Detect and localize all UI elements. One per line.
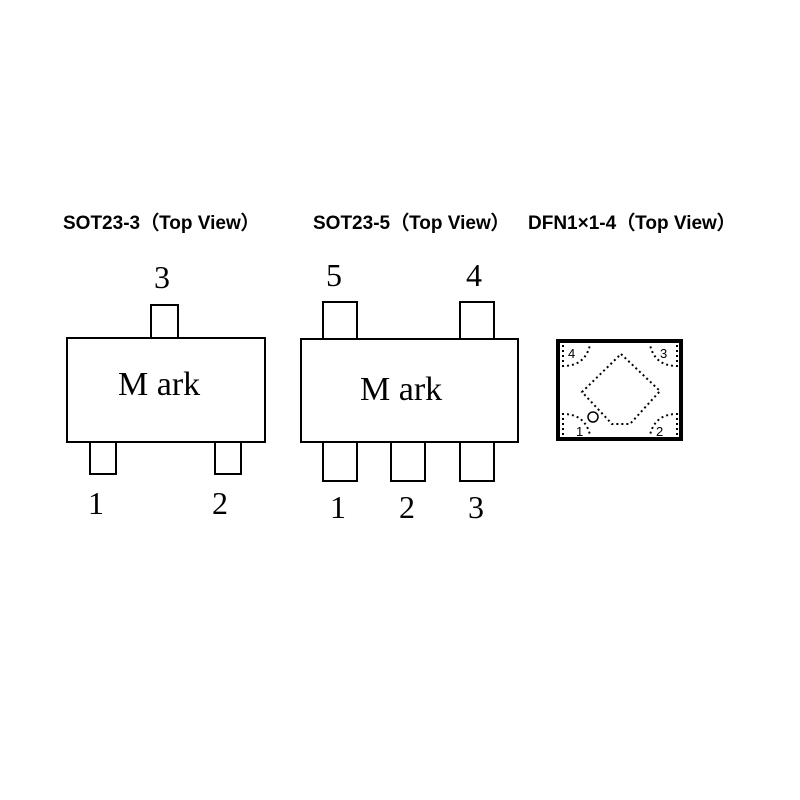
- mark-label: M ark: [118, 366, 200, 403]
- pin-3: [459, 441, 495, 482]
- dfn-title: DFN1×1-4（Top View）: [528, 211, 736, 234]
- pin-1: [322, 441, 358, 482]
- pin-3-label: 3: [154, 259, 170, 295]
- pin-2-label: 2: [212, 485, 228, 521]
- sot23-3-title: SOT23-3（Top View）: [63, 211, 260, 234]
- sot23-5-body: [300, 338, 519, 443]
- pin-2-label: 2: [399, 489, 415, 525]
- pin-2: [390, 441, 426, 482]
- pin-3-label: 3: [660, 346, 667, 361]
- dfn-body: [556, 339, 683, 441]
- mark-label: M ark: [360, 371, 442, 408]
- pin-1: [89, 441, 117, 475]
- sot23-3-body: [66, 337, 266, 443]
- pin-3-label: 3: [468, 489, 484, 525]
- pin-4-label: 4: [466, 257, 482, 293]
- pin-4: [459, 301, 495, 340]
- pin-3: [150, 304, 179, 339]
- pad-1: [562, 412, 591, 436]
- pin-5: [322, 301, 358, 340]
- pin-1-label: 1: [330, 489, 346, 525]
- pin-1-label: 1: [88, 485, 104, 521]
- pin-1-label: 1: [576, 424, 583, 439]
- sot23-5-package: SOT23-5（Top View） 5 4 M ark 1 2 3: [300, 211, 519, 525]
- pad-3: [649, 344, 678, 368]
- pad-2: [649, 412, 678, 436]
- pin-5-label: 5: [326, 257, 342, 293]
- pin-4-label: 4: [568, 346, 575, 361]
- dfn1x1-4-package: DFN1×1-4（Top View） 4 3 1 2: [528, 211, 736, 441]
- sot23-5-title: SOT23-5（Top View）: [313, 211, 510, 234]
- pin-2: [214, 441, 242, 475]
- pin-2-label: 2: [656, 424, 663, 439]
- pad-4: [562, 344, 591, 368]
- pin-1-indicator: [587, 411, 599, 423]
- sot23-3-package: SOT23-3（Top View） 3 M ark 1 2: [63, 211, 266, 521]
